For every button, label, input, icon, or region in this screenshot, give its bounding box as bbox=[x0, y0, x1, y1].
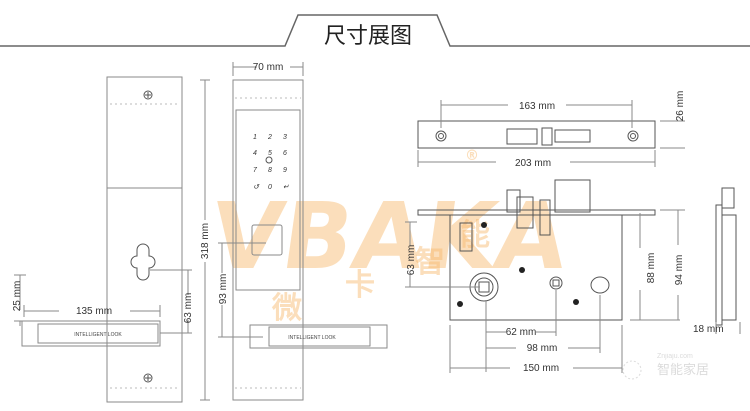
dim-label: 63 mm bbox=[406, 245, 417, 276]
key: 6 bbox=[283, 150, 287, 157]
dim-label: 150 mm bbox=[523, 363, 559, 374]
key: ↺ bbox=[253, 184, 260, 191]
dim-label: 70 mm bbox=[253, 62, 284, 73]
key: ↵ bbox=[283, 184, 289, 191]
page-title: 尺寸展图 bbox=[324, 24, 412, 49]
screw-icon bbox=[143, 90, 153, 100]
watermark-brand: VBAKA bbox=[204, 182, 575, 289]
handle-label: INTELLIGENT LOOK bbox=[288, 335, 336, 341]
key: 4 bbox=[253, 150, 257, 157]
dim-label: 88 mm bbox=[646, 253, 657, 284]
dim-label: 163 mm bbox=[519, 101, 555, 112]
card-reader bbox=[251, 224, 283, 256]
keypad: 1 2 3 4 5 6 7 8 9 ↺ 0 ↵ bbox=[253, 134, 289, 191]
watermark-char: 卡 bbox=[345, 268, 375, 303]
dim-label: 18 mm bbox=[693, 324, 724, 335]
watermark-site: Znjiaju.com bbox=[657, 353, 693, 360]
dim-label: 26 mm bbox=[675, 91, 686, 122]
key: 7 bbox=[253, 167, 258, 174]
keyhole-icon bbox=[130, 243, 156, 281]
dim-label: 318 mm bbox=[200, 223, 211, 259]
dim-label: 25 mm bbox=[12, 281, 23, 312]
brand-watermark: VBAKA ® 微 卡 智 能 bbox=[204, 148, 575, 326]
handle-label: INTELLIGENT LOOK bbox=[74, 332, 122, 338]
front-view: INTELLIGENT LOOK 25 mm 135 mm 63 mm bbox=[12, 76, 194, 403]
key: 8 bbox=[268, 167, 272, 174]
key: 2 bbox=[267, 134, 272, 141]
dim-label: 203 mm bbox=[515, 158, 551, 169]
corner-watermark: Znjiaju.com 智能家居 bbox=[622, 353, 709, 380]
dim-label: 135 mm bbox=[76, 306, 112, 317]
title-banner: 尺寸展图 bbox=[0, 14, 750, 49]
key: 3 bbox=[283, 134, 287, 141]
dim-label: 62 mm bbox=[506, 327, 537, 338]
watermark-char: 智 bbox=[415, 245, 445, 280]
dim-label: 98 mm bbox=[527, 343, 558, 354]
fingerprint-icon bbox=[265, 156, 273, 164]
watermark-char: 微 bbox=[271, 291, 302, 326]
key: 0 bbox=[268, 184, 272, 191]
dim-label: 94 mm bbox=[674, 255, 685, 286]
side-view: 18 mm bbox=[693, 187, 741, 335]
strike-plate: 163 mm 26 mm 203 mm bbox=[417, 91, 686, 169]
lock-body: 63 mm 62 mm 98 mm 150 mm 88 mm 94 mm bbox=[405, 179, 685, 374]
dim-label: 63 mm bbox=[183, 293, 194, 324]
watermark-registered: ® bbox=[465, 148, 479, 164]
dim-label: 93 mm bbox=[218, 274, 229, 305]
key: 9 bbox=[283, 167, 287, 174]
screw-icon bbox=[143, 373, 153, 383]
key: 1 bbox=[253, 134, 257, 141]
keypad-view: 1 2 3 4 5 6 7 8 9 ↺ 0 ↵ INTELLIGENT LOOK… bbox=[200, 62, 388, 401]
watermark-name: 智能家居 bbox=[657, 362, 709, 378]
key: 5 bbox=[268, 150, 272, 157]
